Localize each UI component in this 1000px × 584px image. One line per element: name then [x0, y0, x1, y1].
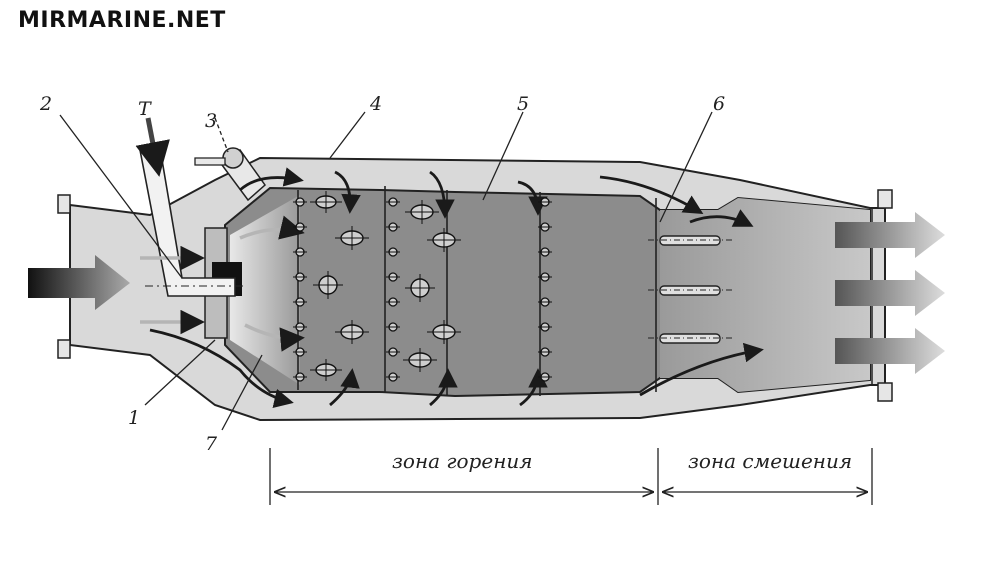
label-part-2: 2 [39, 93, 52, 115]
label-part-1: 1 [128, 407, 140, 429]
primary-air-arrows [140, 215, 305, 352]
label-fuel-supply: T [138, 98, 152, 120]
igniter-lead [194, 157, 226, 166]
label-part-4: 4 [369, 93, 382, 115]
igniter-head [222, 147, 244, 169]
zone-label-mixing: зона смешения [688, 449, 852, 473]
label-part-3: 3 [205, 110, 217, 132]
inlet-flow-arrow [28, 255, 130, 310]
label-part-5: 5 [517, 93, 529, 115]
leader-lines [59, 111, 713, 431]
slot-axes [648, 239, 735, 339]
zone-label-combustion: зона горения [392, 449, 533, 473]
label-part-6: 6 [713, 93, 725, 115]
inlet-flange-top [57, 194, 71, 214]
outlet-flow-arrows [835, 212, 945, 374]
liner-holes [293, 191, 552, 382]
zone-dimension-lines [269, 448, 873, 505]
outlet-flange-bottom [877, 382, 893, 402]
air-flow-arrows [149, 167, 764, 408]
label-part-7: 7 [205, 433, 218, 455]
inlet-flange-bottom [57, 339, 71, 359]
outlet-flange-top [877, 189, 893, 209]
watermark-logo: MIRMARINE.NET [18, 8, 226, 33]
fuel-supply-arrow [135, 117, 170, 177]
